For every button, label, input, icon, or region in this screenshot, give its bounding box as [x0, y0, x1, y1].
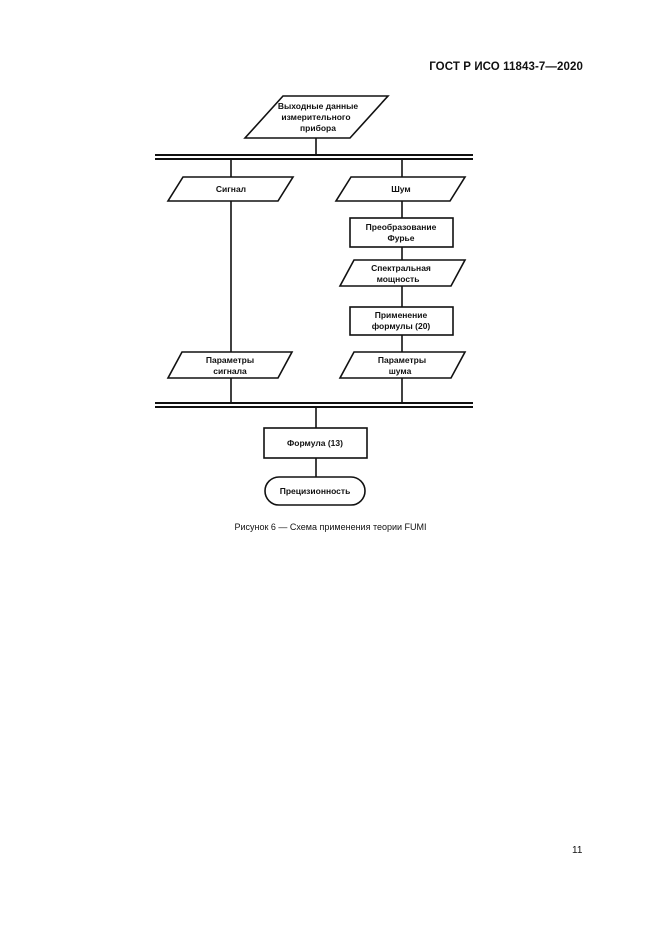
- input-label-line2: измерительного: [281, 112, 350, 122]
- signal-params-label-line1: Параметры: [206, 355, 254, 365]
- precision-label: Прецизионность: [280, 486, 351, 496]
- apply-label-line2: формулы (20): [372, 321, 431, 331]
- fourier-label-line1: Преобразование: [366, 222, 437, 232]
- fourier-label-line2: Фурье: [387, 233, 414, 243]
- formula13-label: Формула (13): [287, 438, 343, 448]
- signal-shape: [166, 176, 295, 202]
- page-number: 11: [572, 845, 583, 856]
- apply-label-line1: Применение: [375, 310, 428, 320]
- precision-terminator: [264, 476, 366, 506]
- spectral-label-line2: мощность: [377, 274, 420, 284]
- signal-label: Сигнал: [216, 184, 246, 194]
- input-label-line1: Выходные данные: [278, 101, 359, 111]
- signal-params-shape: [166, 351, 294, 379]
- spectral-power-shape: [338, 259, 467, 287]
- document-header: ГОСТ Р ИСО 11843-7—2020: [429, 61, 583, 73]
- figure-caption: Рисунок 6 — Схема применения теории FUMI: [234, 522, 427, 532]
- signal-params-label-line2: сигнала: [213, 366, 247, 376]
- noise-params-shape: [338, 351, 467, 379]
- noise-params-label-line2: шума: [389, 366, 412, 376]
- noise-params-label-line1: Параметры: [378, 355, 426, 365]
- input-label-line3: прибора: [300, 123, 336, 133]
- spectral-label-line1: Спектральная: [371, 263, 431, 273]
- input-data-shape: [243, 95, 390, 139]
- noise-shape: [334, 176, 467, 202]
- noise-label: Шум: [391, 184, 410, 194]
